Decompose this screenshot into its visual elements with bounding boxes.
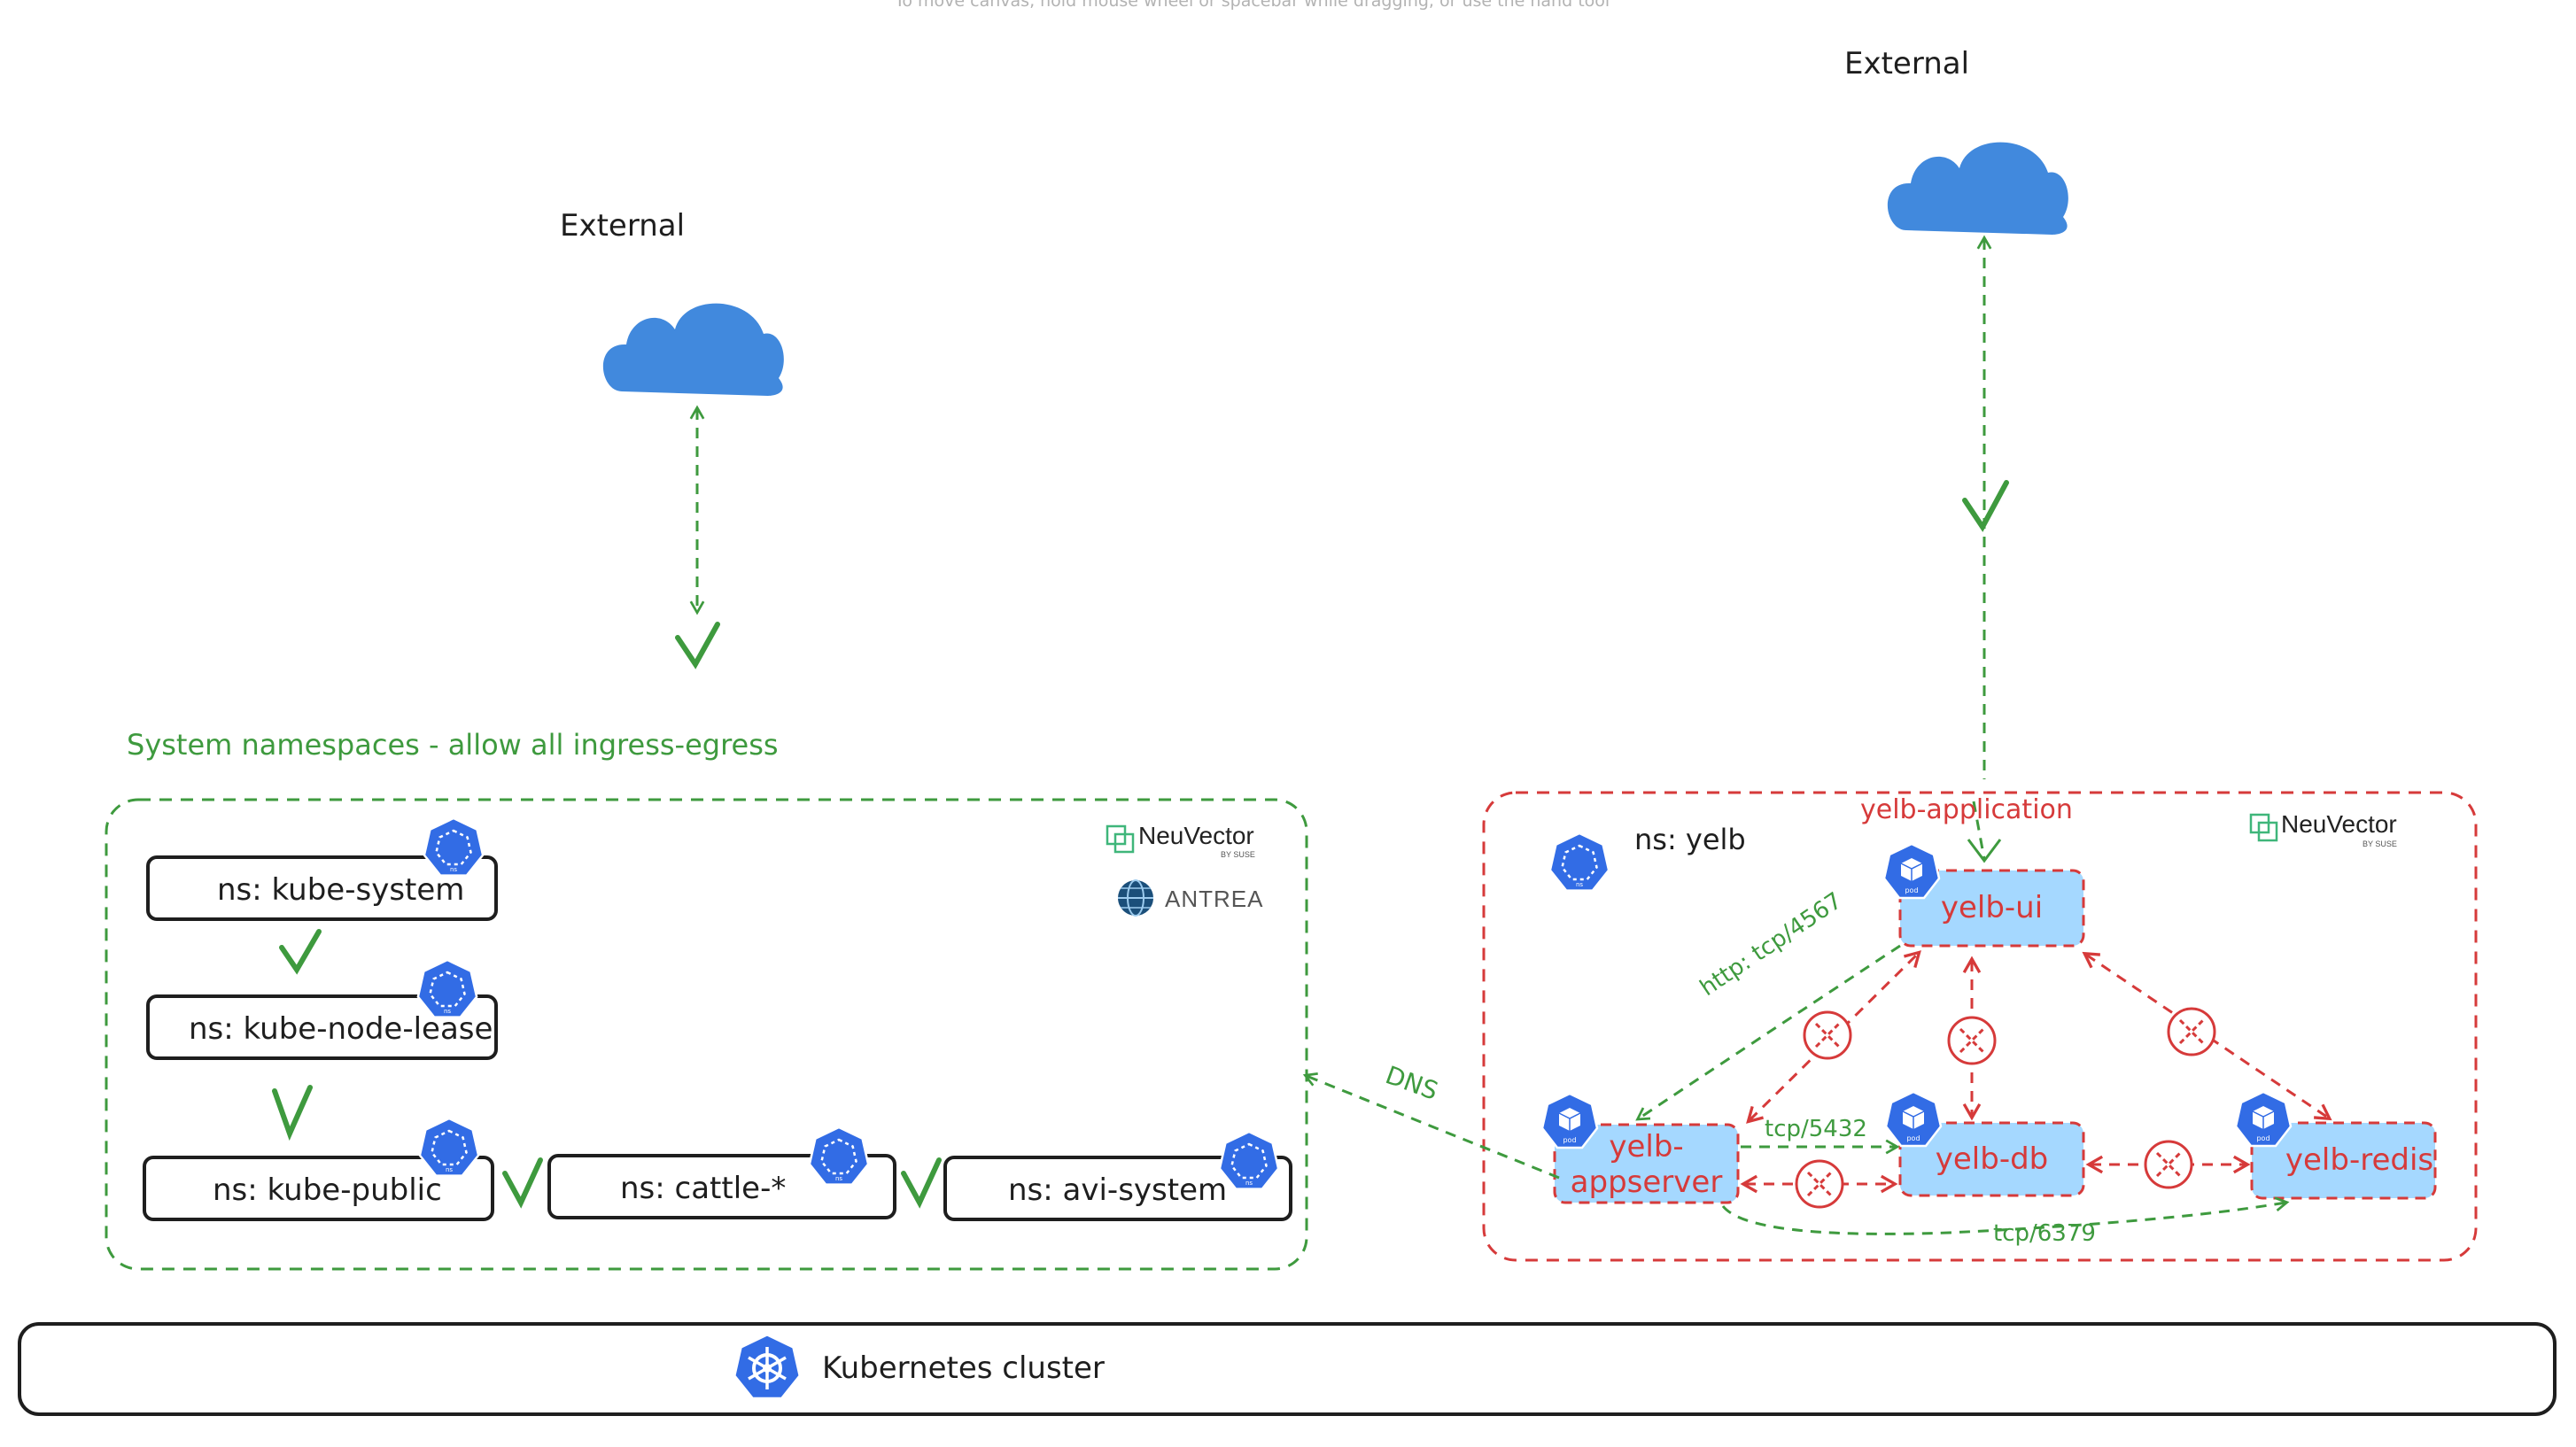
- neuvector-sub: BY SUSE: [1221, 850, 1255, 859]
- pod-label-yelb-redis: yelb-redis: [2285, 1142, 2434, 1178]
- pod-label-yelb-appserver-2: appserver: [1570, 1165, 1723, 1200]
- neuvector-logo-icon: [1106, 824, 1135, 854]
- external-right-link: [1962, 235, 2009, 863]
- neuvector-text: NeuVector: [2281, 810, 2397, 838]
- ns-box-avi-system: [943, 1156, 1292, 1221]
- ns-label-avi-system: ns: avi-system: [1008, 1172, 1228, 1208]
- pod-yelb-appserver: [1553, 1123, 1740, 1204]
- neuvector-text: NeuVector: [1138, 822, 1254, 849]
- checkmark-icon: [272, 1085, 313, 1141]
- yelb-namespace-label: ns: yelb: [1634, 823, 1746, 856]
- checkmark-icon: [502, 1157, 543, 1209]
- edge-ui-to-appserver: [1635, 944, 1901, 1121]
- pod-yelb-db: [1898, 1121, 2085, 1197]
- ns-box-kube-node-lease: [146, 994, 498, 1060]
- edge-label-http: http: tcp/4567: [1695, 887, 1848, 1002]
- ns-label-kube-system: ns: kube-system: [217, 872, 465, 908]
- checkmark-icon: [901, 1157, 942, 1209]
- edge-dns: [1302, 1072, 1560, 1180]
- checkmark-icon: [279, 929, 322, 975]
- kubernetes-cluster-box: [18, 1322, 2557, 1416]
- edge-label-redis: tcp/6379: [1993, 1220, 2096, 1247]
- pod-yelb-ui: [1898, 869, 2085, 948]
- edge-appserver-to-redis: [1721, 1196, 2290, 1235]
- yelb-namespace-box: [1482, 791, 2478, 1262]
- edge-label-pg: tcp/5432: [1765, 1116, 1867, 1142]
- neuvector-logo: NeuVector: [2281, 810, 2397, 839]
- system-namespaces-title: System namespaces - allow all ingress-eg…: [127, 728, 779, 762]
- neuvector-logo: NeuVector: [1138, 822, 1254, 850]
- kubernetes-logo-icon: [733, 1333, 802, 1400]
- pod-yelb-redis: [2250, 1121, 2437, 1200]
- neuvector-logo-icon: [2249, 813, 2278, 842]
- pod-label-yelb-appserver-1: yelb-: [1609, 1129, 1684, 1165]
- neuvector-sub: BY SUSE: [2363, 840, 2397, 848]
- external-right-label: External: [1844, 46, 1970, 81]
- ns-box-cattle: [547, 1154, 896, 1219]
- pod-label-yelb-ui: yelb-ui: [1940, 890, 2044, 925]
- external-left-link: [675, 405, 720, 669]
- checkmark-icon: [1962, 480, 2009, 532]
- antrea-text: ANTREA: [1165, 886, 1264, 912]
- edge-label-dns: DNS: [1381, 1060, 1442, 1106]
- ns-label-kube-public: ns: kube-public: [213, 1172, 442, 1208]
- yelb-application-label: yelb-application: [1860, 794, 2073, 825]
- ns-label-kube-node-lease: ns: kube-node-lease: [189, 1011, 493, 1047]
- canvas-hint: To move canvas, hold mouse wheel or spac…: [895, 0, 1610, 11]
- ns-box-kube-public: [143, 1156, 494, 1221]
- antrea-logo: ANTREA: [1165, 886, 1263, 913]
- external-left-label: External: [560, 208, 686, 244]
- pod-label-yelb-db: yelb-db: [1935, 1141, 2049, 1177]
- antrea-logo-icon: [1118, 879, 1153, 917]
- ns-box-kube-system: [146, 855, 498, 921]
- kubernetes-cluster-label: Kubernetes cluster: [822, 1350, 1105, 1386]
- checkmark-icon: [675, 622, 720, 669]
- edge-denied-ui-redis: [2082, 951, 2332, 1121]
- system-namespaces-box: [105, 798, 1308, 1271]
- ns-label-cattle: ns: cattle-*: [620, 1171, 787, 1206]
